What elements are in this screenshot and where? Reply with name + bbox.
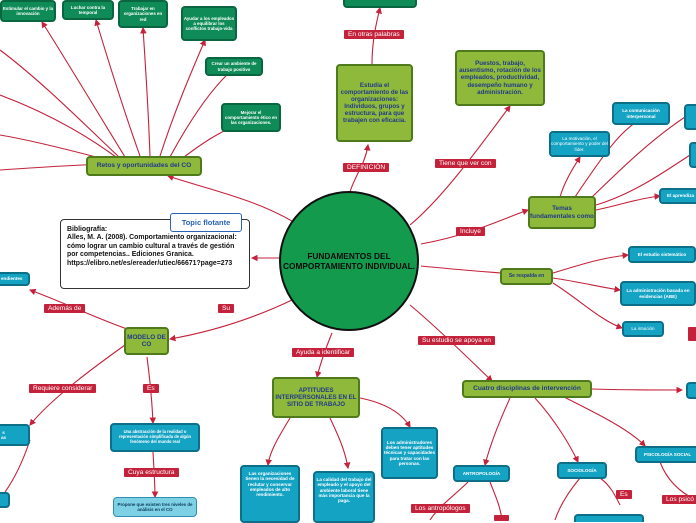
leaf-organizaciones[interactable]: Las organizaciones tienen la necesidad d… [240, 465, 300, 523]
leaf-partial-right-1 [684, 104, 696, 130]
label-definicion: DEFINICIÓN [343, 163, 390, 172]
leaf-abstraccion[interactable]: Una abstracción de la realidad o represe… [110, 423, 200, 452]
leaf-luchar[interactable]: Luchar contra la temporal [62, 0, 114, 20]
leaf-administracion[interactable]: La administración basada en evidencias (… [620, 281, 696, 306]
label-su: Su [218, 304, 235, 313]
label-requiere: Requiere considerar [29, 384, 97, 393]
topic-aptitudes[interactable]: APTITUDES INTERPERSONALES EN EL SITIO DE… [272, 377, 360, 418]
label-psico: Los psicó [662, 495, 696, 504]
central-topic[interactable]: FUNDAMENTOS DEL COMPORTAMIENTO INDIVIDUA… [279, 191, 419, 331]
bibliography-note[interactable]: Bibliografía: Alles, M. A. (2008). Compo… [60, 219, 250, 289]
leaf-estudio-sistematico[interactable]: El estudio sistemático [628, 246, 696, 263]
label-es-2: Es [616, 490, 632, 499]
leaf-mejorar[interactable]: Mejorar el comportamiento ético en las o… [221, 103, 281, 132]
leaf-sociologia[interactable]: SOCIOLOGÍA [557, 462, 607, 479]
label-ayuda: Ayuda a identificar [292, 348, 355, 357]
leaf-comunicacion[interactable]: La comunicación interpersonal [612, 102, 670, 125]
label-ademas: Además de [44, 304, 86, 313]
topic-cuatro[interactable]: Cuatro disciplinas de intervención [462, 380, 592, 398]
leaf-partial-right-2 [689, 142, 696, 168]
topic-puestos[interactable]: Puestos, trabajo, ausentismo, rotación d… [455, 50, 545, 106]
leaf-intuicion[interactable]: La intuición [622, 321, 664, 337]
leaf-crear[interactable]: Crear un ambiente de trabajo positivo [205, 57, 263, 76]
leaf-estimular[interactable]: Estimular el cambio y la innovación [0, 0, 56, 22]
leaf-administradores[interactable]: Los administradores deben tener aptitude… [381, 427, 438, 479]
leaf-aprendizaje[interactable]: El aprendiza [659, 188, 696, 204]
leaf-partial-bottom-red [494, 515, 509, 521]
floating-topic-label[interactable]: Topic flotante [170, 213, 242, 232]
label-otras-palabras: En otras palabras [344, 30, 404, 39]
leaf-partial-bottom [574, 514, 644, 522]
leaf-psicologia[interactable]: PSICOLOGÍA SOCIAL [635, 446, 696, 463]
topic-se-respalda[interactable]: Se respalda en [500, 268, 553, 285]
leaf-partial-left-bottom [0, 492, 10, 508]
leaf-partial-right-3 [688, 327, 696, 341]
leaf-calidad[interactable]: La calidad del trabajo del empleado y el… [313, 471, 375, 523]
topic-estudia[interactable]: Estudia el comportamiento de las organiz… [336, 64, 413, 142]
label-es: Es [143, 384, 159, 393]
leaf-propone[interactable]: Propone que existen tres niveles de anál… [113, 497, 197, 517]
leaf-motivacion[interactable]: La motivación, el comportamiento y poder… [549, 131, 610, 157]
leaf-pendientes[interactable]: endientes [0, 272, 30, 286]
label-estudio: Su estudio se apoya en [418, 336, 495, 345]
leaf-ayudar[interactable]: Ayudar a los empleados a equilibrar los … [181, 6, 237, 41]
topic-retos[interactable]: Retos y oportunidades del CO [86, 156, 202, 176]
leaf-partial-right-4 [686, 382, 696, 399]
leaf-trabajar[interactable]: Trabajar en organizaciones en red [118, 0, 168, 28]
label-incluye: Incluye [456, 227, 485, 236]
label-antropologos: Los antropólogos [411, 504, 470, 513]
leaf-antropologia[interactable]: ANTROPOLOGÍA [453, 465, 510, 482]
leaf-top-partial [343, 0, 417, 8]
leaf-partial-left[interactable]: s as [0, 424, 30, 446]
topic-modelo[interactable]: MODELO DE CO [124, 327, 169, 355]
label-tiene-que-ver: Tiene que ver con [435, 159, 496, 168]
label-cuya: Cuya estructura [124, 468, 179, 477]
topic-temas[interactable]: Temas fundamentales como [528, 196, 596, 229]
